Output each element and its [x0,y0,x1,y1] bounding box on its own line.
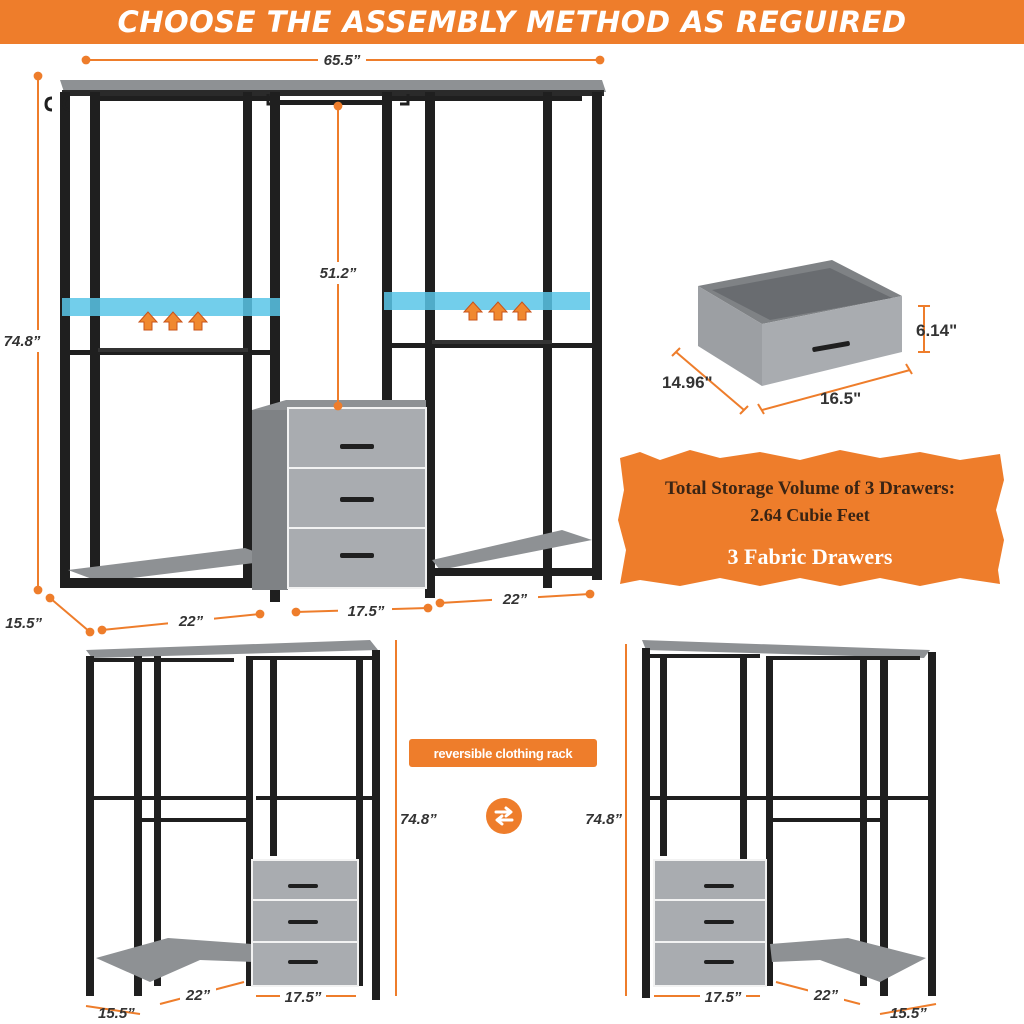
left-height-label: 74.8” [400,811,437,828]
info-line-drawers: 3 Fabric Drawers [727,544,893,569]
drawer-width-label: 16.5" [820,389,861,408]
middle-section-label: 17.5” [348,603,385,620]
drawer-height-label: 6.14" [916,321,957,340]
led-bar-left [62,298,280,316]
reversible-label: reversible clothing rack [409,739,597,767]
info-box: Total Storage Volume of 3 Drawers: 2.64 … [614,452,1006,584]
right-middle-label: 17.5” [705,989,742,1006]
swap-icon [486,798,522,834]
drawer-detail [698,260,902,386]
right-side-label: 22” [813,987,839,1004]
corner-config-right [642,640,936,998]
info-line-volume: Total Storage Volume of 3 Drawers: [664,478,956,499]
height-label: 74.8” [4,333,41,350]
drawer-depth-label: 14.96" [662,373,713,392]
width-label: 65.5” [324,52,361,69]
left-middle-label: 17.5” [285,989,322,1006]
left-depth-label: 15.5” [98,1005,135,1022]
info-line-cubic-feet: 2.64 Cubie Feet [750,505,870,525]
corner-config-left [86,640,380,1000]
depth-label: 15.5” [5,615,42,632]
main-wardrobe [44,80,606,602]
top-banner: CHOOSE THE ASSEMBLY METHOD AS REGUIRED [0,0,1024,44]
hang-height-label: 51.2” [320,265,357,282]
right-depth-label: 15.5” [890,1005,927,1022]
info-box-background [618,450,1004,586]
right-height-label: 74.8” [585,811,622,828]
right-section-label: 22” [502,591,528,608]
banner-title: CHOOSE THE ASSEMBLY METHOD AS REGUIRED [117,5,907,39]
left-section-label: 22” [178,613,204,630]
left-side-label: 22” [185,987,211,1004]
led-bar-right [384,292,590,310]
arrow-up-icon [137,301,533,331]
